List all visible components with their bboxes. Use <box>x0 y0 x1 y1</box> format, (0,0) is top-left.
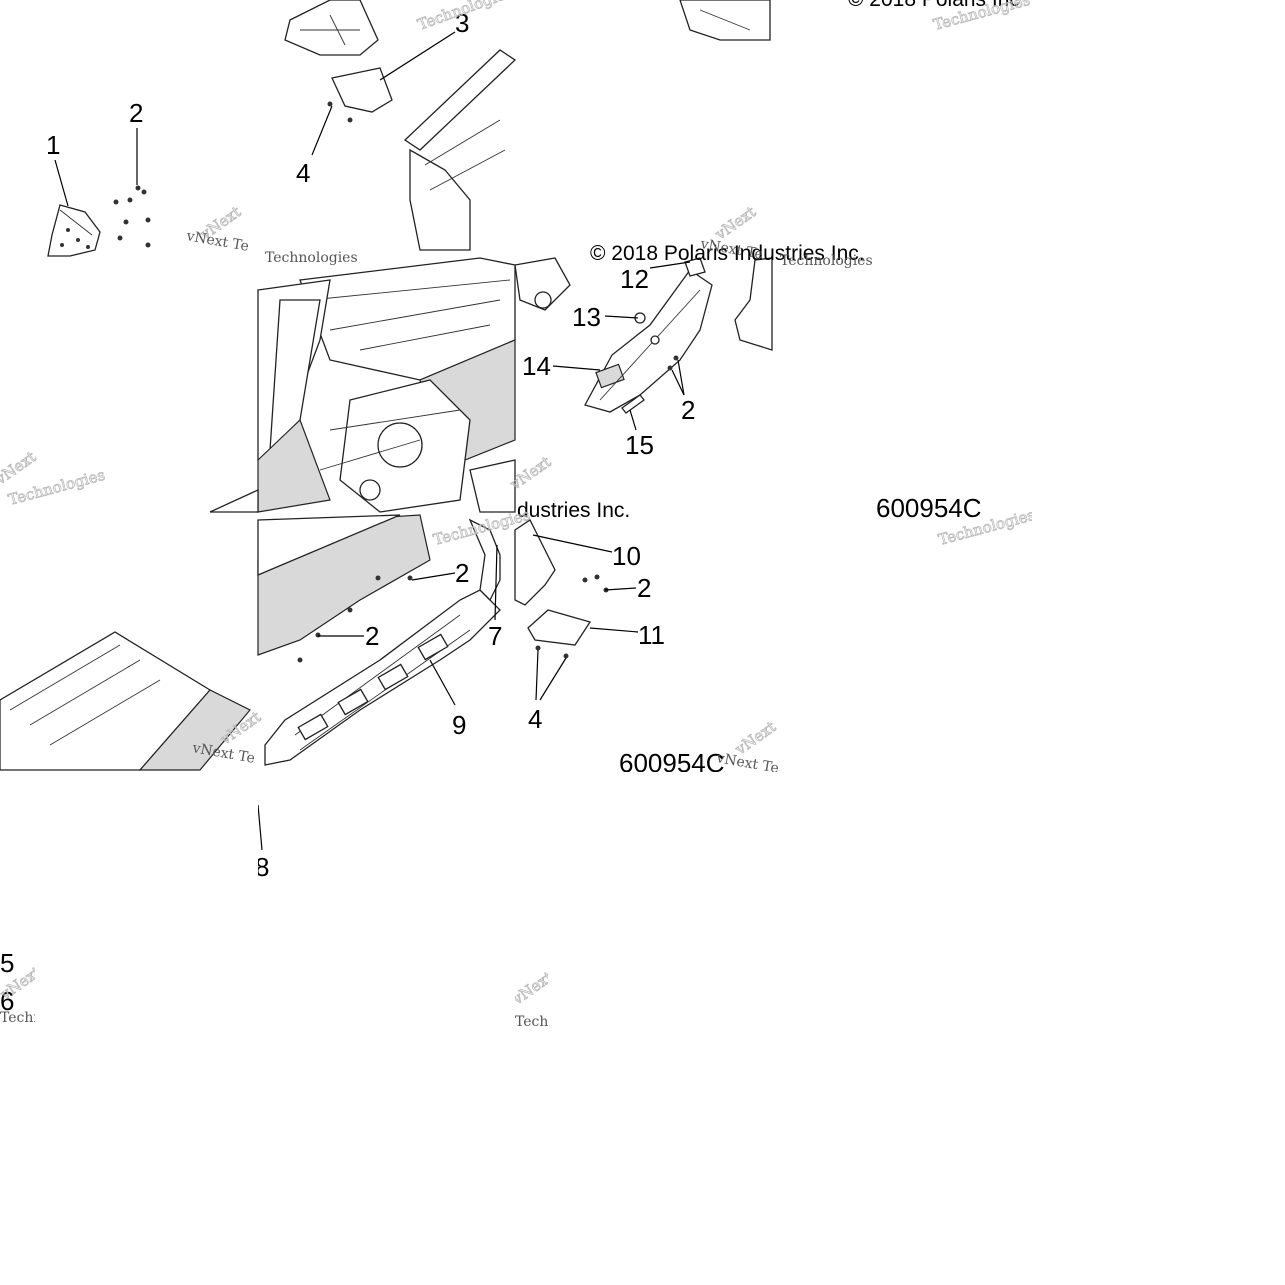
watermark-brand: vNext <box>506 453 554 494</box>
part-9-running-board <box>264 589 501 766</box>
callout-8: 8 <box>255 852 269 882</box>
callout-1: 1 <box>46 130 60 160</box>
part-number-fragment: 600954C <box>876 493 982 523</box>
copyright-notice: © 2018 Polaris Industries Inc. <box>590 242 865 265</box>
part-1-side-panel <box>47 204 101 257</box>
part-2-fastener-cluster-b <box>667 355 679 371</box>
watermark-brand: vNext <box>0 448 39 489</box>
callout-14: 14 <box>522 351 551 381</box>
copyright-fragment-mid: dustries Inc. <box>517 499 630 522</box>
diagram-footer-text: © 2018 Polaris Inc © 2018 Polaris Indust… <box>517 0 1020 778</box>
right-edge-panel <box>734 257 773 351</box>
callout-13: 13 <box>572 302 601 332</box>
callout-2: 2 <box>365 621 379 651</box>
callout-10: 10 <box>612 541 641 571</box>
callout-11: 11 <box>638 620 665 650</box>
watermark-fragment: Techn <box>515 1014 557 1030</box>
part-14-side-panel-right <box>584 269 713 413</box>
part-2-fastener-cluster-a <box>113 185 151 248</box>
leader-lines <box>54 31 691 851</box>
tunnel-side-shade <box>257 514 431 656</box>
part-10-rear-bracket <box>514 519 556 606</box>
frame-mount-left-of-panel <box>514 257 571 311</box>
part-11-plate <box>527 609 592 646</box>
callout-labels: 1 2 3 4 12 13 14 2 15 10 2 11 4 2 2 7 9 … <box>0 8 695 1016</box>
callout-2: 2 <box>681 395 695 425</box>
callout-6: 6 <box>0 986 14 1016</box>
callout-15: 15 <box>625 430 654 460</box>
watermark-brand: vNext <box>711 203 759 244</box>
watermark-brand: vNext <box>731 718 779 759</box>
callout-12: 12 <box>620 264 649 294</box>
callout-4: 4 <box>528 704 542 734</box>
callout-2: 2 <box>129 98 143 128</box>
watermark-company: Technologies <box>265 250 358 266</box>
callout-4: 4 <box>296 158 310 188</box>
callout-2: 2 <box>455 558 469 588</box>
part-2-fastener-cluster-d <box>582 574 609 593</box>
frame-tube-upper <box>403 49 517 251</box>
chassis-tunnel <box>209 257 516 513</box>
part-4-bolts-top <box>327 101 353 123</box>
part-4-bolts-bottom <box>535 645 569 659</box>
callout-2: 2 <box>637 573 651 603</box>
part-15-strip <box>621 394 645 414</box>
callout-7: 7 <box>488 621 502 651</box>
callout-3: 3 <box>455 8 469 38</box>
part-3-upper-bracket <box>284 0 393 113</box>
callout-5: 5 <box>0 948 14 978</box>
watermark-company: Technologies <box>780 253 873 269</box>
callout-9: 9 <box>452 710 466 740</box>
watermark-fragment: Techn <box>0 1010 42 1026</box>
copyright-fragment-top: © 2018 Polaris Inc <box>848 0 1020 11</box>
part-7-bracket-rail <box>468 518 501 602</box>
frame-bracket-top-right <box>679 0 771 41</box>
tunnel-rear-section <box>0 631 251 771</box>
